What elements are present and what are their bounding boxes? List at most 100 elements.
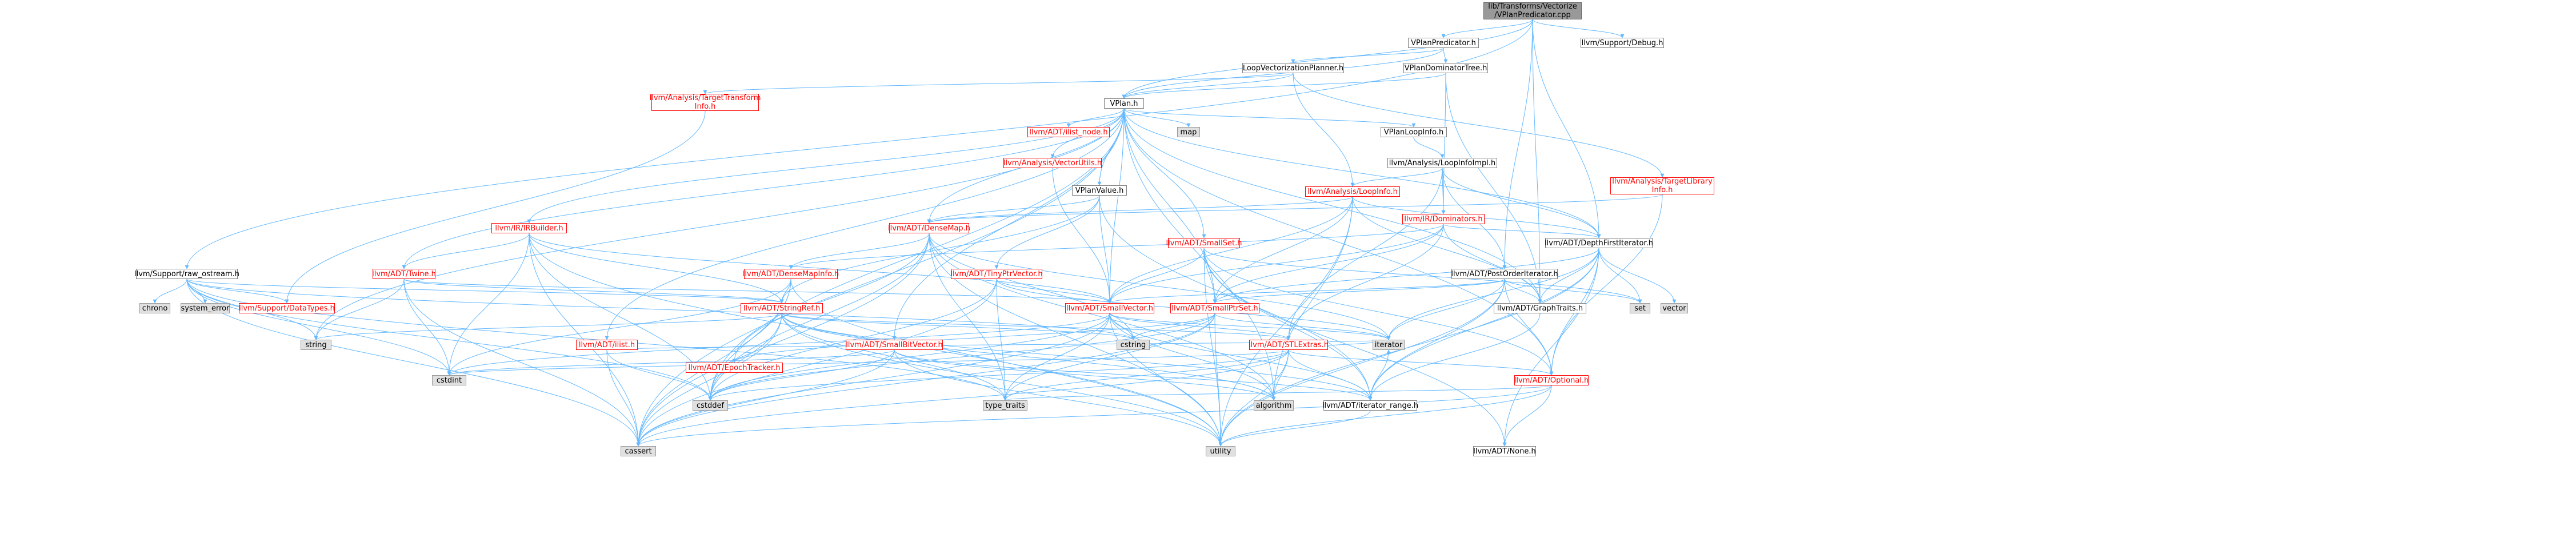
node-vplandominatortree-h[interactable]: VPlanDominatorTree.h bbox=[1403, 63, 1488, 73]
edge-root-to-depthfirst bbox=[1532, 19, 1601, 238]
edge-vplanpredicator_h-to-loopvect_planner bbox=[1291, 47, 1444, 63]
edge-vplan_h-to-string bbox=[314, 108, 1125, 340]
node-graphtraits-h[interactable]: llvm/ADT/GraphTraits.h bbox=[1494, 303, 1586, 313]
edge-target_library-to-optional bbox=[1549, 194, 1663, 376]
node-ilist-h[interactable]: llvm/ADT/ilist.h bbox=[576, 340, 638, 350]
edge-vplan_h-to-ilist bbox=[605, 108, 1125, 340]
edge-raw_ostream-to-datatypes bbox=[186, 279, 289, 304]
edge-root-to-support_debug bbox=[1532, 19, 1625, 38]
node-iterator-range-h[interactable]: llvm/ADT/iterator_range.h bbox=[1322, 400, 1419, 411]
edge-smallptrset-to-epochtracker bbox=[732, 313, 1215, 363]
edge-smallvector-to-cstdint bbox=[447, 313, 1110, 376]
edge-iterator_range-to-iterator bbox=[1370, 349, 1391, 401]
node-support-debug-h[interactable]: llvm/Support/Debug.h bbox=[1581, 38, 1664, 48]
node-raw-ostream-h[interactable]: llvm/Support/raw_ostream.h bbox=[134, 269, 240, 279]
edge-loopinfo-to-densemap bbox=[927, 196, 1353, 224]
node-irbuilder-h[interactable]: llvm/IR/IRBuilder.h bbox=[491, 223, 567, 233]
edge-irbuilder-to-cstdint bbox=[447, 233, 530, 376]
edge-vplan_h-to-vplanloopinfo bbox=[1123, 108, 1416, 128]
node-twine-h[interactable]: llvm/ADT/Twine.h bbox=[372, 269, 436, 279]
node-type-traits: type_traits bbox=[983, 400, 1027, 411]
edge-dominators-to-smallptrset bbox=[1213, 224, 1444, 304]
edge-stringref-to-algorithm bbox=[781, 313, 1276, 401]
node-optional-h[interactable]: llvm/ADT/Optional.h bbox=[1514, 375, 1589, 385]
node-ilist-node-h[interactable]: llvm/ADT/ilist_node.h bbox=[1027, 127, 1110, 137]
edge-postorder-to-smallvector bbox=[1107, 279, 1505, 304]
edge-raw_ostream-to-chrono bbox=[153, 279, 187, 304]
edge-vplan_h-to-depthfirst bbox=[1123, 108, 1601, 238]
edge-densemapinfo-to-cstdint bbox=[447, 279, 791, 376]
node-vplan-h[interactable]: VPlan.h bbox=[1104, 98, 1144, 109]
node-loopinfoimpl-h[interactable]: llvm/Analysis/LoopInfoImpl.h bbox=[1387, 158, 1497, 168]
edge-loopvect_planner-to-vplan_h bbox=[1122, 73, 1294, 99]
edge-stlextras-to-utility bbox=[1218, 349, 1289, 447]
edge-tinyptrvector-to-type_traits bbox=[996, 279, 1007, 401]
node-loopinfo-h[interactable]: llvm/Analysis/LoopInfo.h bbox=[1305, 186, 1400, 197]
node-map: map bbox=[1177, 127, 1200, 137]
node-stlextras-h[interactable]: llvm/ADT/STLExtras.h bbox=[1248, 340, 1329, 350]
edge-stlextras-to-cstdint bbox=[447, 349, 1289, 376]
node-vectorutils-h[interactable]: llvm/Analysis/VectorUtils.h bbox=[1003, 158, 1102, 168]
node-loopvectorizationplanner-h[interactable]: LoopVectorizationPlanner.h bbox=[1242, 63, 1344, 73]
node-datatypes-h[interactable]: llvm/Support/DataTypes.h bbox=[239, 303, 335, 313]
edge-root-to-raw_ostream bbox=[185, 19, 1533, 269]
node-vplanpredicator-cpp: lib/Transforms/Vectorize /VPlanPredicato… bbox=[1483, 2, 1582, 19]
node-dominators-h[interactable]: llvm/IR/Dominators.h bbox=[1402, 214, 1485, 224]
edge-densemap-to-cstring bbox=[929, 233, 1135, 340]
node-densemapinfo-h[interactable]: llvm/ADT/DenseMapInfo.h bbox=[742, 269, 839, 279]
node-smallbitvector-h[interactable]: llvm/ADT/SmallBitVector.h bbox=[846, 340, 943, 350]
edge-smallset-to-iterator_range bbox=[1203, 248, 1373, 401]
node-smallptrset-h[interactable]: llvm/ADT/SmallPtrSet.h bbox=[1170, 303, 1259, 313]
edge-root-to-vplan_h bbox=[1122, 19, 1533, 99]
edge-vplanvalue-to-iterator_range bbox=[1099, 195, 1373, 401]
edge-smallbitvector-to-cassert bbox=[636, 349, 895, 447]
edge-smallptrset-to-cstddef bbox=[708, 313, 1215, 401]
edge-densemap-to-densemapinfo bbox=[789, 233, 930, 269]
edge-postorder-to-optional bbox=[1504, 279, 1554, 376]
edge-smallvector-to-stlextras bbox=[1109, 313, 1291, 340]
edge-dominators-to-depthfirst bbox=[1443, 224, 1601, 238]
node-none-h[interactable]: llvm/ADT/None.h bbox=[1473, 446, 1536, 456]
edge-smallvector-to-algorithm bbox=[1109, 313, 1276, 401]
edge-depthfirst-to-iterator bbox=[1386, 248, 1599, 340]
node-targettransforminfo-h[interactable]: llvm/Analysis/TargetTransform Info.h bbox=[649, 94, 761, 111]
node-densemap-h[interactable]: llvm/ADT/DenseMap.h bbox=[888, 223, 971, 233]
edge-twine-to-stringref bbox=[403, 279, 784, 304]
edge-target_transform-to-datatypes bbox=[285, 110, 706, 304]
edge-depthfirst-to-set bbox=[1598, 248, 1642, 304]
edge-postorder-to-utility bbox=[1218, 279, 1505, 447]
node-vplanpredicator-h[interactable]: VPlanPredicator.h bbox=[1408, 38, 1479, 48]
edge-vplanvalue-to-stringref bbox=[779, 195, 1100, 304]
edge-depthfirst-to-graphtraits bbox=[1538, 248, 1599, 304]
edge-raw_ostream-to-cstdint bbox=[186, 279, 451, 376]
edge-densemapinfo-to-cstddef bbox=[708, 279, 791, 401]
node-stringref-h[interactable]: llvm/ADT/StringRef.h bbox=[741, 303, 823, 313]
node-smallset-h[interactable]: llvm/ADT/SmallSet.h bbox=[1166, 238, 1242, 248]
edge-stlextras-to-cstddef bbox=[708, 349, 1289, 401]
node-vplanvalue-h[interactable]: VPlanValue.h bbox=[1072, 185, 1127, 196]
node-utility: utility bbox=[1206, 446, 1235, 456]
edge-vplan_h-to-smallset bbox=[1123, 108, 1206, 238]
node-targetlibraryinfo-h[interactable]: llvm/Analysis/TargetLibrary Info.h bbox=[1610, 177, 1714, 194]
edge-smallset-to-none bbox=[1203, 248, 1507, 447]
edge-smallset-to-smallvector bbox=[1107, 248, 1205, 304]
edge-stlextras-to-type_traits bbox=[1003, 349, 1289, 401]
node-postorderiterator-h[interactable]: llvm/ADT/PostOrderIterator.h bbox=[1451, 269, 1558, 279]
node-epochtracker-h[interactable]: llvm/ADT/EpochTracker.h bbox=[686, 363, 783, 373]
node-vplanloopinfo-h[interactable]: VPlanLoopInfo.h bbox=[1381, 127, 1447, 137]
edge-densemapinfo-to-stringref bbox=[779, 279, 791, 304]
edge-loopvect_planner-to-target_library bbox=[1293, 73, 1665, 178]
edge-loopvect_planner-to-loopinfo bbox=[1293, 73, 1355, 187]
edge-ilist-to-iterator bbox=[606, 339, 1390, 351]
node-smallvector-h[interactable]: llvm/ADT/SmallVector.h bbox=[1065, 303, 1154, 313]
edge-smallptrset-to-type_traits bbox=[1003, 313, 1215, 401]
node-depthfirstiterator-h[interactable]: llvm/ADT/DepthFirstIterator.h bbox=[1545, 238, 1653, 248]
edge-twine-to-cstdint bbox=[403, 279, 451, 376]
edge-stringref-to-cassert bbox=[636, 313, 782, 447]
node-tinyptrvector-h[interactable]: llvm/ADT/TinyPtrVector.h bbox=[950, 269, 1043, 279]
edge-postorder-to-smallptrset bbox=[1213, 279, 1505, 304]
edge-loopinfo-to-smallvector bbox=[1107, 196, 1353, 304]
edge-tinyptrvector-to-cassert bbox=[636, 279, 997, 447]
edge-densemap-to-epochtracker bbox=[732, 233, 930, 363]
edge-smallptrset-to-cassert bbox=[636, 313, 1215, 447]
